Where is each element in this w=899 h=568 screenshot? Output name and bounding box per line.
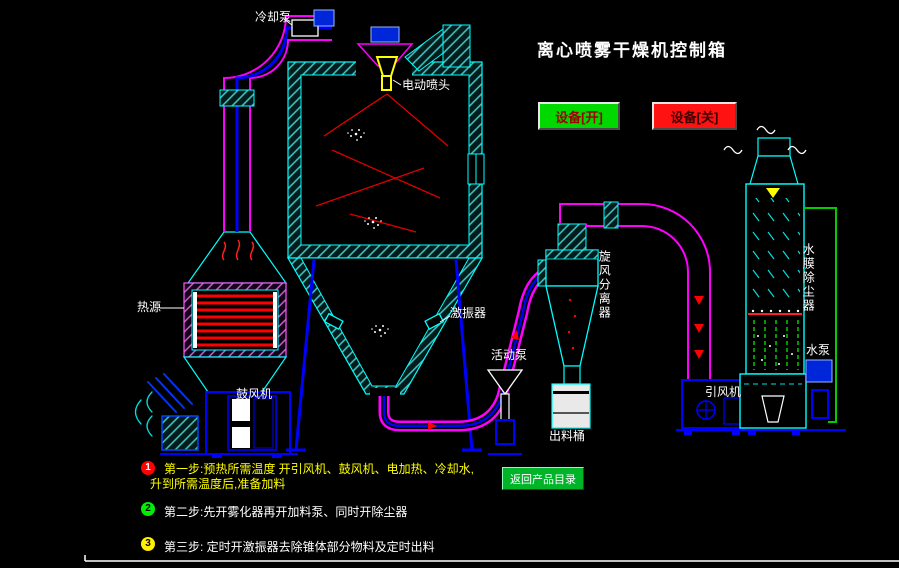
nozzle-label: 电动喷头 <box>402 78 451 92</box>
feed-pump-unit <box>486 369 524 455</box>
return-catalog-button[interactable]: 返回产品目录 <box>502 467 584 490</box>
vibrator-label: 激振器 <box>450 306 487 320</box>
cyclone-separator <box>537 223 599 429</box>
discharge-barrel-label: 出料桶 <box>549 429 586 443</box>
blower-unit <box>160 391 298 458</box>
step-1-badge: 1 <box>141 461 155 475</box>
scrubber-tower <box>723 125 846 435</box>
blower-label: 鼓风机 <box>236 387 273 401</box>
heat-source-label: 热源 <box>137 300 162 314</box>
page-title: 离心喷雾干燥机控制箱 <box>537 41 727 60</box>
frame-lines <box>84 555 899 562</box>
step-3-badge: 3 <box>141 537 155 551</box>
discharge-pipe <box>378 267 549 432</box>
step-2-badge: 2 <box>141 502 155 516</box>
step-3-text: 第三步: 定时开激振器去除锥体部分物料及定时出料 <box>164 540 435 554</box>
heater-unit <box>160 231 288 393</box>
step-1-text-line2: 升到所需温度后,准备加料 <box>150 477 286 491</box>
cooling-pump-label: 冷却泵 <box>255 10 292 24</box>
step-2-text: 第二步:先开雾化器再开加料泵、同时开除尘器 <box>164 505 408 519</box>
step-1-text-line1: 第一步:预热所需温度 开引风机、鼓风机、电加热、冷却水, <box>164 462 475 476</box>
draft-fan-label: 引风机 <box>705 385 742 399</box>
drying-tower <box>286 58 485 452</box>
draft-fan-unit <box>676 379 748 435</box>
inlet-ducts <box>404 24 471 72</box>
exhaust-duct <box>559 201 711 380</box>
device-off-button[interactable]: 设备[关] <box>652 102 737 130</box>
water-pump-label: 水泵 <box>806 343 831 357</box>
air-intake <box>134 373 199 451</box>
cooling-pump-unit <box>283 9 335 37</box>
cyclone-label: 旋风分离器 <box>597 250 612 320</box>
atomizer-nozzle <box>356 26 414 91</box>
mobile-pump-label: 活动泵 <box>491 348 528 362</box>
scrubber-label: 水膜除尘器 <box>801 243 816 313</box>
device-on-button[interactable]: 设备[开] <box>538 102 620 130</box>
cooling-pipes <box>219 15 332 232</box>
water-pump-unit <box>804 207 837 423</box>
